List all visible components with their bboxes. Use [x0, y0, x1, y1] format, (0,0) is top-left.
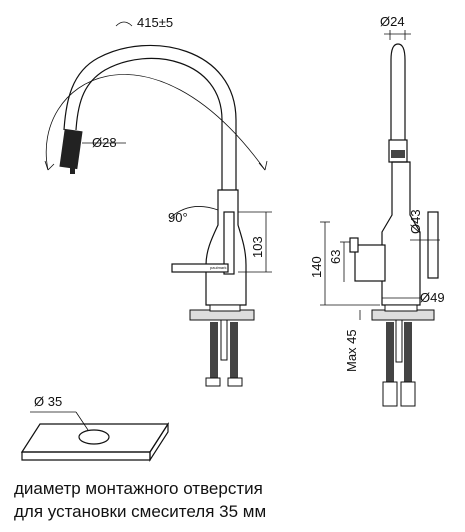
body-diameter-label: Ø43	[408, 209, 423, 234]
right-front-view: Ø24 140 63 Ø43 Ø49 Max 45	[309, 14, 445, 407]
body-front	[381, 161, 421, 306]
max-thickness-label: Max 45	[344, 329, 359, 372]
mounting-hole	[78, 429, 110, 445]
handle-height-label: 63	[328, 250, 343, 264]
faucet-body	[205, 189, 247, 306]
hole-diameter-label: Ø 35	[34, 394, 62, 409]
lever-height-label: 103	[250, 236, 265, 258]
outlet-diameter-label: Ø28	[92, 135, 117, 150]
mounting-plate: Ø 35	[20, 394, 170, 463]
outlet-head	[59, 128, 83, 170]
supply-hoses-left	[205, 319, 243, 387]
top-diameter-label: Ø24	[380, 14, 405, 29]
total-height-label: 140	[309, 256, 324, 278]
supply-hoses-right	[382, 319, 416, 407]
caption-line-2: для установки смесителя 35 мм	[14, 502, 267, 521]
spout-vertical	[390, 43, 406, 140]
caption-line-1: диаметр монтажного отверстия	[14, 479, 263, 498]
lever-handle	[223, 211, 235, 275]
reach-arc	[45, 74, 266, 171]
reach-dimension: 415±5	[137, 15, 173, 30]
left-side-view: 415±5 Ø28 paulmark 90° 103	[44, 15, 272, 387]
handle-front	[354, 244, 386, 282]
spout-tube	[75, 57, 223, 190]
swivel-angle-label: 90°	[168, 210, 188, 225]
brand-mark: paulmark	[210, 265, 226, 270]
reach-arc-symbol	[115, 21, 133, 27]
base-diameter-label: Ø49	[420, 290, 445, 305]
